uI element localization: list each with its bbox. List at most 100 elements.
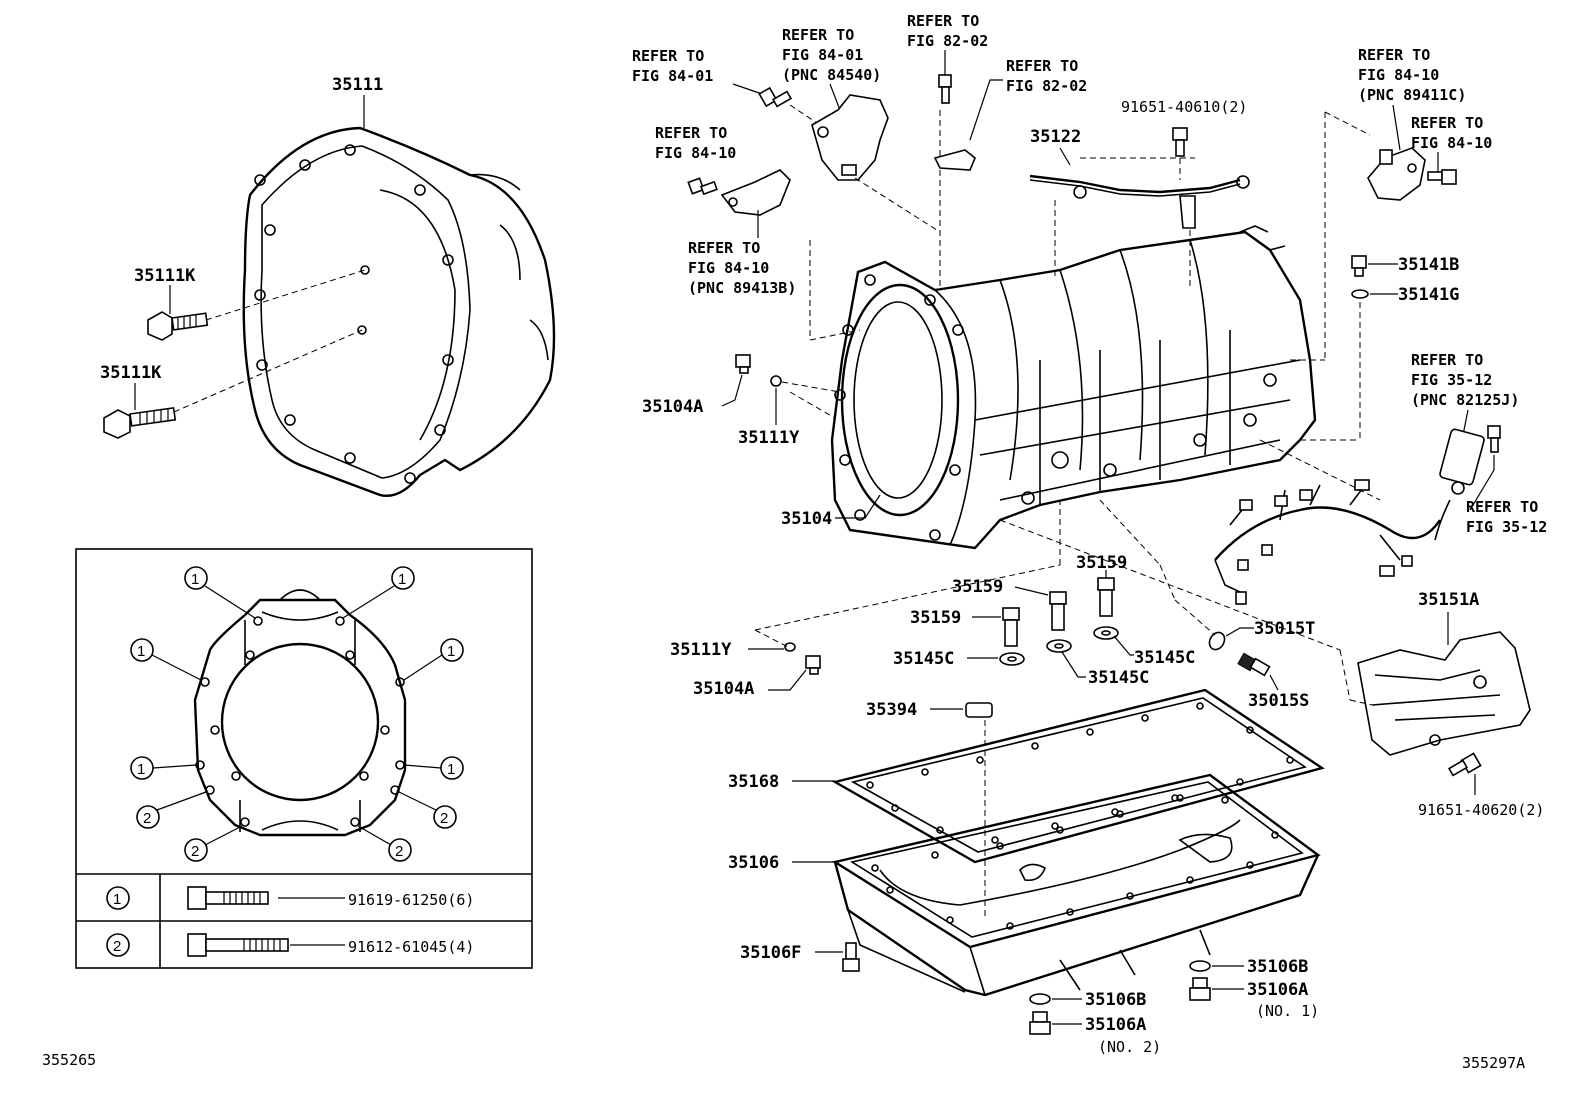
svg-text:1: 1 [137,643,145,660]
label-35104: 35104 [781,509,832,529]
sensor-82125j [1434,428,1485,541]
gasket-35168 [831,688,1325,864]
label-35015t: 35015T [1254,619,1315,639]
footer-left-code: 355265 [42,1051,96,1069]
refer-r7-line3: (PNC 89411C) [1358,86,1466,104]
plug-35159-right [1097,577,1115,617]
bolt-35141b [1351,255,1367,277]
bolt-r1 [758,86,793,108]
label-35145c-b: 35145C [1134,648,1195,668]
bolt-35111k-lower [103,406,177,439]
svg-text:2: 2 [143,810,151,827]
label-35159-a: 35159 [910,608,961,628]
tube-35122 [1029,174,1250,229]
gasket-35141g [1351,289,1369,299]
plug-35015s [1237,652,1271,677]
magnet-35394 [965,702,993,718]
refer-r3-line2: FIG 82-02 [907,32,988,50]
washer-35145c-left [999,652,1025,666]
sensor-89411c [1367,147,1426,201]
bolt-r10 [1487,425,1501,453]
svg-text:1: 1 [113,891,121,908]
svg-text:1: 1 [191,571,199,588]
svg-text:2: 2 [440,810,448,827]
bolt-r3 [938,74,952,104]
plug-35104a-upper [735,354,751,374]
marker-1-group: 1 1 1 1 1 1 [130,566,464,780]
label-35111y-a: 35111Y [738,428,800,448]
drain-plug-35106a-no2 [1029,1011,1051,1035]
refer-r8-line2: FIG 84-10 [1411,134,1492,152]
bolt2-part-number: 91612-61045(4) [348,938,474,956]
label-35104a-b: 35104A [693,679,754,699]
svg-text:1: 1 [398,571,406,588]
svg-text:2: 2 [191,843,199,860]
label-35141g: 35141G [1398,285,1459,305]
table-marker-2 [106,933,130,957]
refer-r2-line3: (PNC 84540) [782,66,881,84]
table-marker-1 [106,886,130,910]
refer-r4-line1: REFER TO [1006,57,1078,75]
oil-pan-35106 [831,773,1321,997]
bolt-91651-40620 [1447,752,1482,777]
label-35106a-a: 35106A [1247,980,1308,1000]
refer-r1-line1: REFER TO [632,47,704,65]
refer-r8-line1: REFER TO [1411,114,1483,132]
plug-35104a-lower [805,655,821,675]
converter-housing-35111 [242,126,556,497]
label-35159-b: 35159 [952,577,1003,597]
bolt-r5 [687,177,718,196]
footer-right-code: 355297A [1462,1054,1525,1072]
label-35106b-a: 35106B [1247,957,1308,977]
refer-r9-line1: REFER TO [1411,351,1483,369]
svg-text:2: 2 [395,843,403,860]
svg-text:2: 2 [113,938,121,955]
label-35111k-a: 35111K [134,266,196,286]
label-35159-c: 35159 [1076,553,1127,573]
marker-2-group: 2 2 2 2 [136,791,457,862]
label-35106: 35106 [728,853,779,873]
label-91651-40620: 91651-40620(2) [1418,801,1544,819]
label-35145c-c: 35145C [1088,668,1149,688]
refer-r9-line3: (PNC 82125J) [1411,391,1519,409]
wire-harness [1214,479,1441,605]
bolt1-part-number: 91619-61250(6) [348,891,474,909]
sensor-84540 [811,94,889,181]
label-35168: 35168 [728,772,779,792]
refer-r9-line2: FIG 35-12 [1411,371,1492,389]
plug-35159-left [1002,607,1020,647]
label-no1: (NO. 1) [1256,1002,1319,1020]
label-35111y-b: 35111Y [670,640,732,660]
label-35106a-b: 35106A [1085,1015,1146,1035]
transmission-case-35104 [830,225,1317,550]
label-35111k-b: 35111K [100,363,162,383]
label-no2: (NO. 2) [1098,1038,1161,1056]
bolt-91651-40610 [1172,127,1188,157]
refer-r5-line2: FIG 84-10 [655,144,736,162]
refer-r7-line1: REFER TO [1358,46,1430,64]
refer-r10-line1: REFER TO [1466,498,1538,516]
gasket-35106b-no2 [1029,993,1051,1005]
bracket-35151a [1357,631,1531,756]
bracket-r4 [933,149,976,171]
bolt-r8 [1427,169,1457,185]
washer-35145c-middle [1046,639,1072,653]
svg-text:1: 1 [137,761,145,778]
bolt-35111k-upper [147,311,209,341]
label-35015s: 35015S [1248,691,1309,711]
label-35111: 35111 [332,75,383,95]
label-91651-40610: 91651-40610(2) [1121,98,1247,116]
label-35145c-a: 35145C [893,649,954,669]
refer-r6-line3: (PNC 89413B) [688,279,796,297]
washer-35145c-right [1093,626,1119,640]
svg-text:1: 1 [447,643,455,660]
o-ring-35111y-lower [784,642,796,652]
o-ring-35111y-upper [770,375,782,387]
bolt-icon-1 [187,886,269,910]
label-35106f: 35106F [740,943,801,963]
refer-r10-line2: FIG 35-12 [1466,518,1547,536]
bolt-icon-2 [187,933,289,957]
refer-r1-line2: FIG 84-01 [632,67,713,85]
refer-r3-line1: REFER TO [907,12,979,30]
drain-plug-35106a-no1 [1189,977,1211,1001]
